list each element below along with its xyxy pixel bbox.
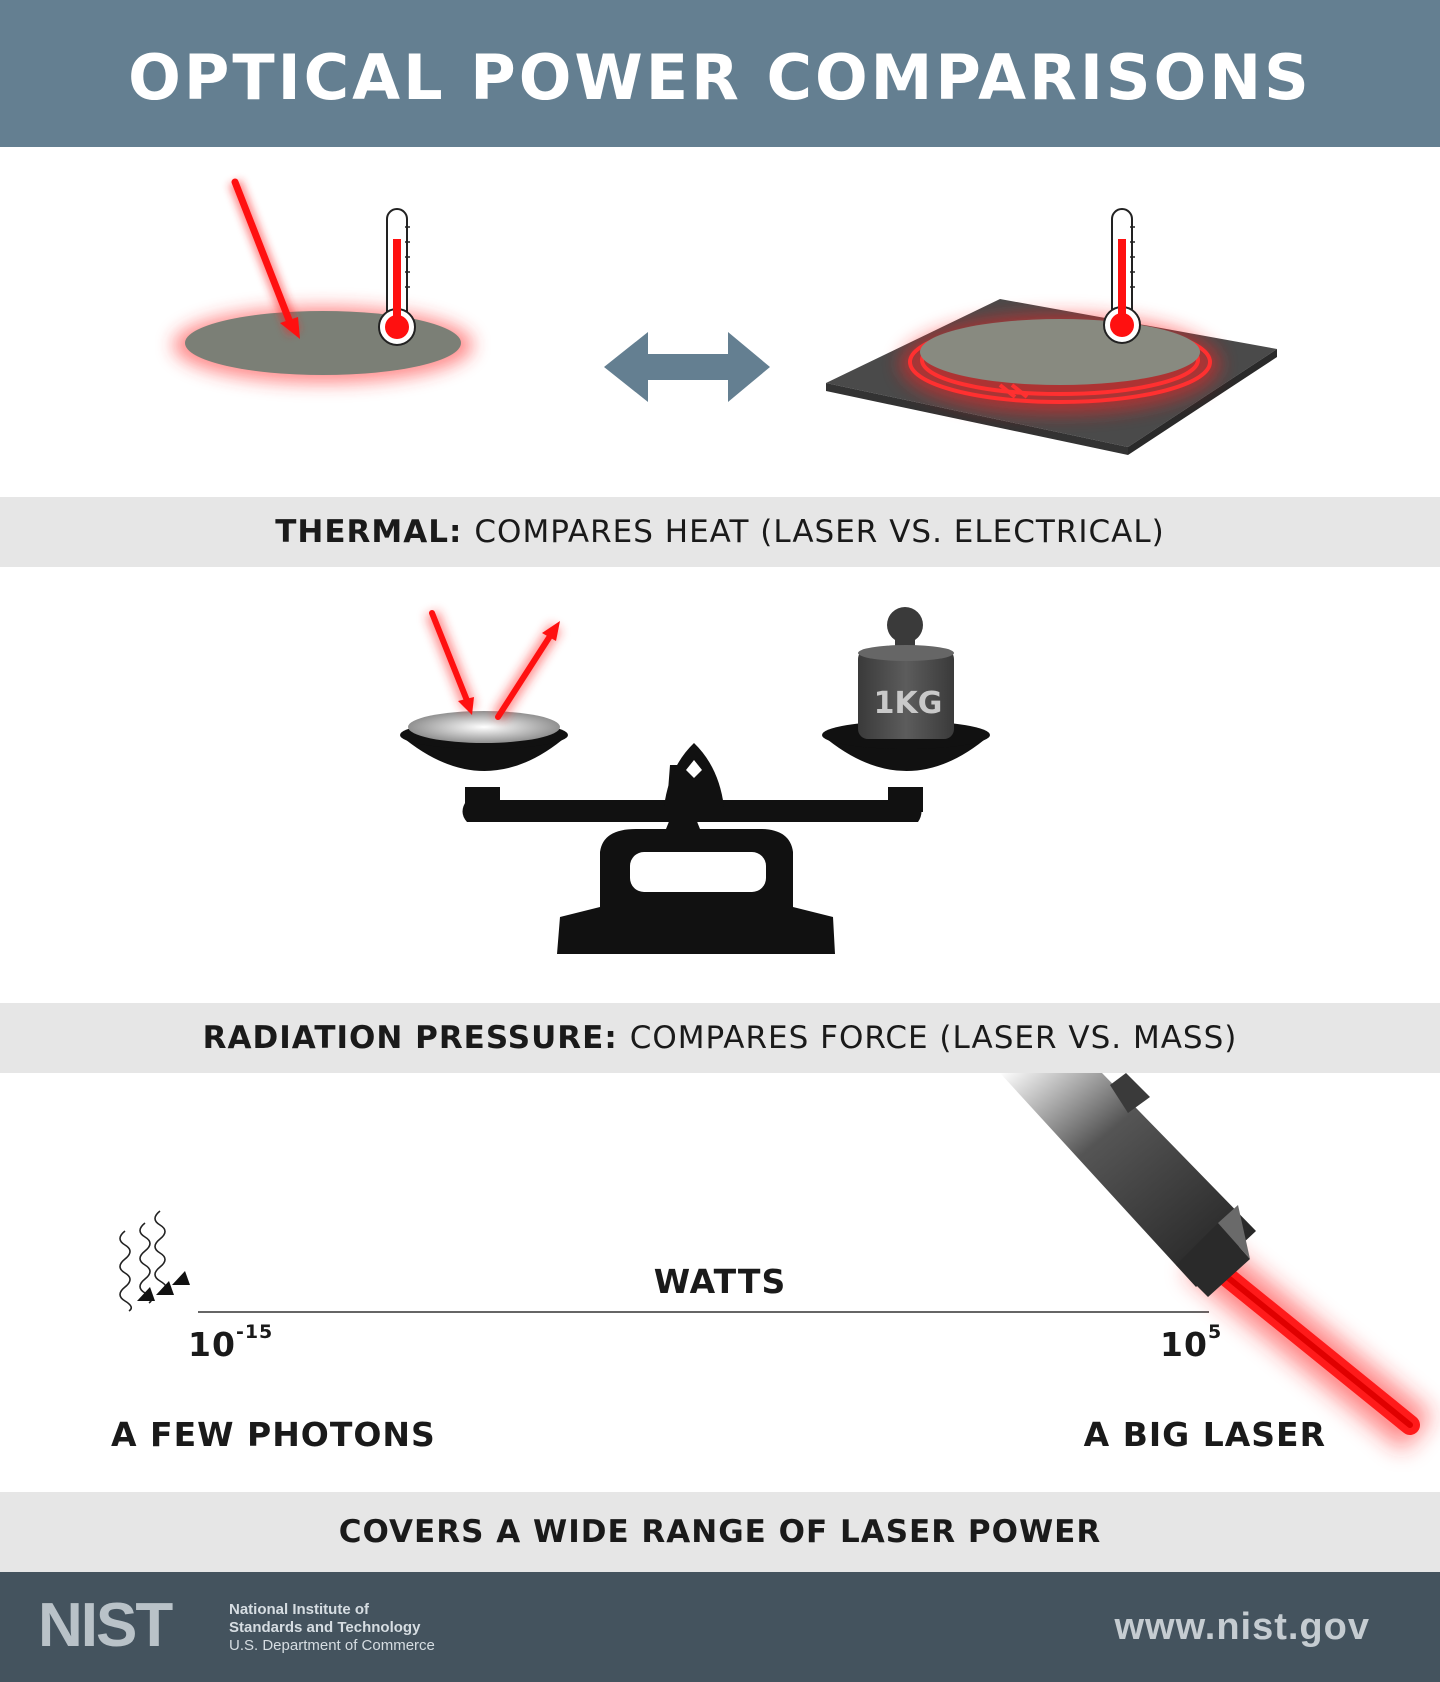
org-line-3: U.S. Department of Commerce bbox=[229, 1637, 435, 1654]
scale-min-caption: A FEW PHOTONS bbox=[111, 1415, 436, 1454]
laser-beam-icon bbox=[228, 178, 301, 339]
electrical-heater-plate bbox=[826, 299, 1277, 455]
thermometer-icon bbox=[1103, 208, 1141, 344]
laser-beam-icon bbox=[425, 610, 562, 721]
nist-org-block: National Institute of Standards and Tech… bbox=[229, 1601, 435, 1655]
scale-min-label: 10-15 bbox=[188, 1321, 274, 1364]
summary-caption: COVERS A WIDE RANGE OF LASER POWER bbox=[0, 1492, 1440, 1572]
big-laser-icon bbox=[1000, 1073, 1433, 1451]
power-scale-illustration bbox=[119, 1073, 1433, 1451]
website-link[interactable]: www.nist.gov bbox=[1114, 1606, 1370, 1648]
org-line-1: National Institute of bbox=[229, 1601, 369, 1618]
power-unit-label: WATTS bbox=[653, 1262, 787, 1301]
scale-max-caption: A BIG LASER bbox=[1083, 1415, 1326, 1454]
thermal-label: THERMAL: bbox=[275, 514, 463, 550]
thermometer-icon bbox=[378, 208, 416, 346]
radiation-text: COMPARES FORCE (LASER VS. MASS) bbox=[629, 1020, 1238, 1056]
photon-arrowheads-icon bbox=[137, 1271, 190, 1301]
org-line-2: Standards and Technology bbox=[229, 1619, 421, 1636]
footer: NIST National Institute of Standards and… bbox=[0, 1572, 1440, 1682]
thermal-text: COMPARES HEAT (LASER VS. ELECTRICAL) bbox=[474, 514, 1165, 550]
radiation-caption: RADIATION PRESSURE: COMPARES FORCE (LASE… bbox=[0, 1003, 1440, 1073]
radiation-label: RADIATION PRESSURE: bbox=[202, 1020, 618, 1056]
thermal-illustration bbox=[173, 178, 1277, 455]
thermal-caption: THERMAL: COMPARES HEAT (LASER VS. ELECTR… bbox=[0, 497, 1440, 567]
scale-max-label: 105 bbox=[1160, 1321, 1223, 1364]
balance-scale-illustration: 1KG bbox=[400, 607, 990, 954]
nist-logo: NIST bbox=[38, 1591, 173, 1660]
title-bar: OPTICAL POWER COMPARISONS bbox=[0, 0, 1440, 147]
double-arrow-icon bbox=[604, 332, 770, 402]
page-title: OPTICAL POWER COMPARISONS bbox=[128, 41, 1312, 114]
laser-absorber-disk bbox=[173, 307, 473, 383]
weight-label: 1KG bbox=[874, 686, 943, 721]
weight-icon: 1KG bbox=[858, 607, 954, 739]
